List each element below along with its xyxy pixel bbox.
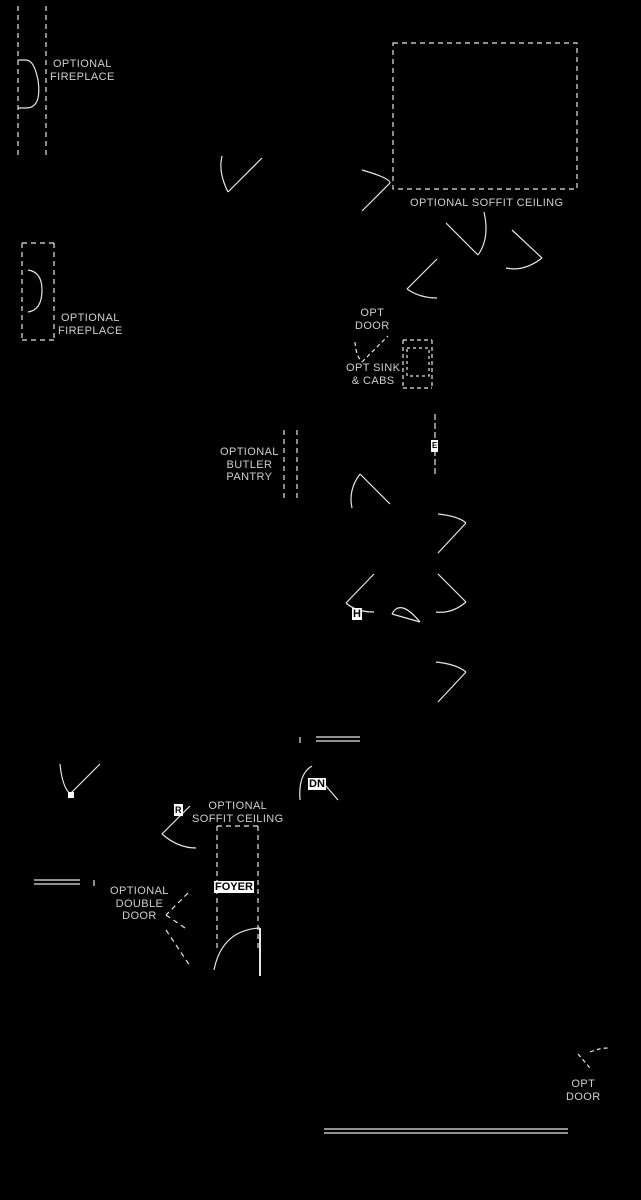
- label-opt-door-lower: OPT DOOR: [566, 1078, 601, 1103]
- door-swing-4: [505, 229, 543, 270]
- label-fireplace-top: OPTIONAL FIREPLACE: [50, 58, 115, 83]
- door-swing-6: [350, 473, 391, 509]
- door-swing-10: [391, 607, 421, 623]
- label-fireplace-mid: OPTIONAL FIREPLACE: [58, 312, 123, 337]
- door-swing-2: [361, 169, 391, 212]
- optional-double-door: [165, 892, 191, 967]
- tag-foyer: FOYER: [214, 881, 254, 893]
- label-soffit-lower: OPTIONAL SOFFIT CEILING: [192, 800, 284, 825]
- tag-h: H: [352, 608, 362, 620]
- door-swing-11: [435, 661, 467, 703]
- fireplace-mid-outline: [21, 242, 55, 341]
- opt-door-lower-swing: [577, 1047, 609, 1069]
- door-swing-12: [59, 763, 101, 795]
- window-lower-center: [299, 736, 360, 743]
- butler-pantry-outline: [283, 430, 298, 500]
- door-swing-5: [406, 258, 438, 299]
- foyer-soffit: [216, 825, 259, 950]
- tag-r: R: [174, 804, 183, 816]
- soffit-ceiling-top: [392, 42, 578, 190]
- door-swing-3: [445, 211, 487, 256]
- door-swing-13: [161, 805, 197, 849]
- label-double-door: OPTIONAL DOUBLE DOOR: [110, 885, 169, 922]
- tag-down: DN: [308, 778, 326, 790]
- stair-down-swing: [299, 765, 339, 801]
- opt-sink-cabinet: [402, 339, 433, 389]
- label-opt-sink: OPT SINK & CABS: [346, 362, 401, 387]
- door-swing-7: [437, 513, 467, 554]
- small-square-marker: [68, 792, 74, 798]
- opt-door-small: [354, 335, 389, 363]
- fireplace-top-outline: [17, 6, 47, 158]
- door-swing-9: [435, 573, 467, 613]
- door-swing-8: [345, 573, 375, 613]
- entry-door: [213, 927, 261, 976]
- window-lower-left: [34, 879, 95, 886]
- label-soffit-top: OPTIONAL SOFFIT CEILING: [410, 197, 564, 209]
- label-butler-pantry: OPTIONAL BUTLER PANTRY: [220, 446, 279, 483]
- door-swing-1: [220, 155, 263, 193]
- label-opt-door-upper: OPT DOOR: [355, 307, 390, 332]
- bottom-wall: [324, 1128, 568, 1134]
- tag-e: E: [431, 440, 439, 452]
